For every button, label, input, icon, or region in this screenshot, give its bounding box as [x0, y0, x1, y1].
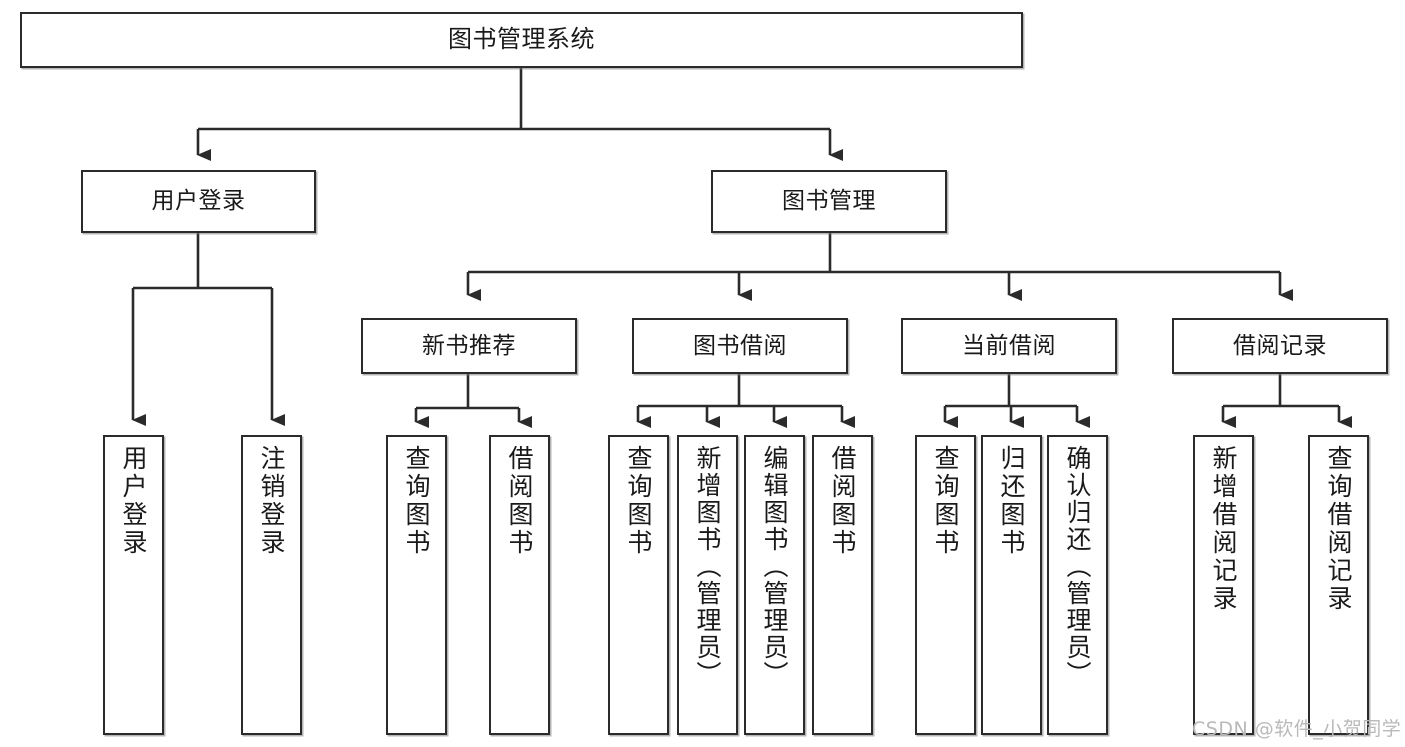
node-book-management[interactable]: 图书管理: [711, 170, 947, 233]
node-label: 查询借阅记录: [1324, 445, 1353, 613]
node-label: 图书管理系统: [448, 25, 595, 54]
node-user-login[interactable]: 用户登录: [81, 170, 316, 233]
node-label: 查询图书: [624, 445, 653, 557]
leaf-record-query-record[interactable]: 查询借阅记录: [1308, 435, 1369, 735]
node-label: 确认归还（管理员）: [1063, 445, 1092, 688]
node-root-system[interactable]: 图书管理系统: [20, 12, 1023, 68]
node-label: 新书推荐: [422, 332, 516, 359]
leaf-current-return-book[interactable]: 归还图书: [981, 435, 1042, 735]
leaf-record-add-record[interactable]: 新增借阅记录: [1193, 435, 1254, 735]
leaf-user-login-logout[interactable]: 注销登录: [241, 435, 302, 735]
node-book-borrow[interactable]: 图书借阅: [632, 318, 848, 374]
node-label: 新增借阅记录: [1209, 445, 1238, 613]
node-label: 归还图书: [997, 445, 1026, 557]
node-label: 当前借阅: [962, 332, 1056, 359]
node-label: 新增图书（管理员）: [693, 445, 722, 688]
leaf-recommend-borrow-book[interactable]: 借阅图书: [489, 435, 550, 735]
node-borrow-record[interactable]: 借阅记录: [1172, 318, 1388, 374]
node-label: 编辑图书（管理员）: [760, 445, 789, 688]
leaf-recommend-query-book[interactable]: 查询图书: [386, 435, 447, 735]
node-label: 查询图书: [402, 445, 431, 557]
leaf-user-login-login[interactable]: 用户登录: [103, 435, 164, 735]
node-label: 用户登录: [151, 188, 246, 215]
node-label: 借阅图书: [505, 445, 534, 557]
node-label: 查询图书: [931, 445, 960, 557]
node-current-borrow[interactable]: 当前借阅: [901, 318, 1117, 374]
watermark-text: CSDN @软件_小贺同学: [1192, 718, 1402, 740]
node-label: 用户登录: [119, 445, 148, 557]
leaf-current-confirm-return-admin[interactable]: 确认归还（管理员）: [1047, 435, 1108, 735]
leaf-current-query-book[interactable]: 查询图书: [915, 435, 976, 735]
leaf-borrow-borrow-book[interactable]: 借阅图书: [812, 435, 873, 735]
node-label: 借阅记录: [1233, 332, 1327, 359]
leaf-borrow-query-book[interactable]: 查询图书: [608, 435, 669, 735]
node-label: 图书管理: [782, 188, 876, 215]
node-label: 图书借阅: [693, 332, 787, 359]
leaf-borrow-edit-book-admin[interactable]: 编辑图书（管理员）: [744, 435, 805, 735]
node-new-book-recommend[interactable]: 新书推荐: [361, 318, 577, 374]
node-label: 注销登录: [257, 445, 286, 557]
node-label: 借阅图书: [828, 445, 857, 557]
leaf-borrow-add-book-admin[interactable]: 新增图书（管理员）: [677, 435, 738, 735]
